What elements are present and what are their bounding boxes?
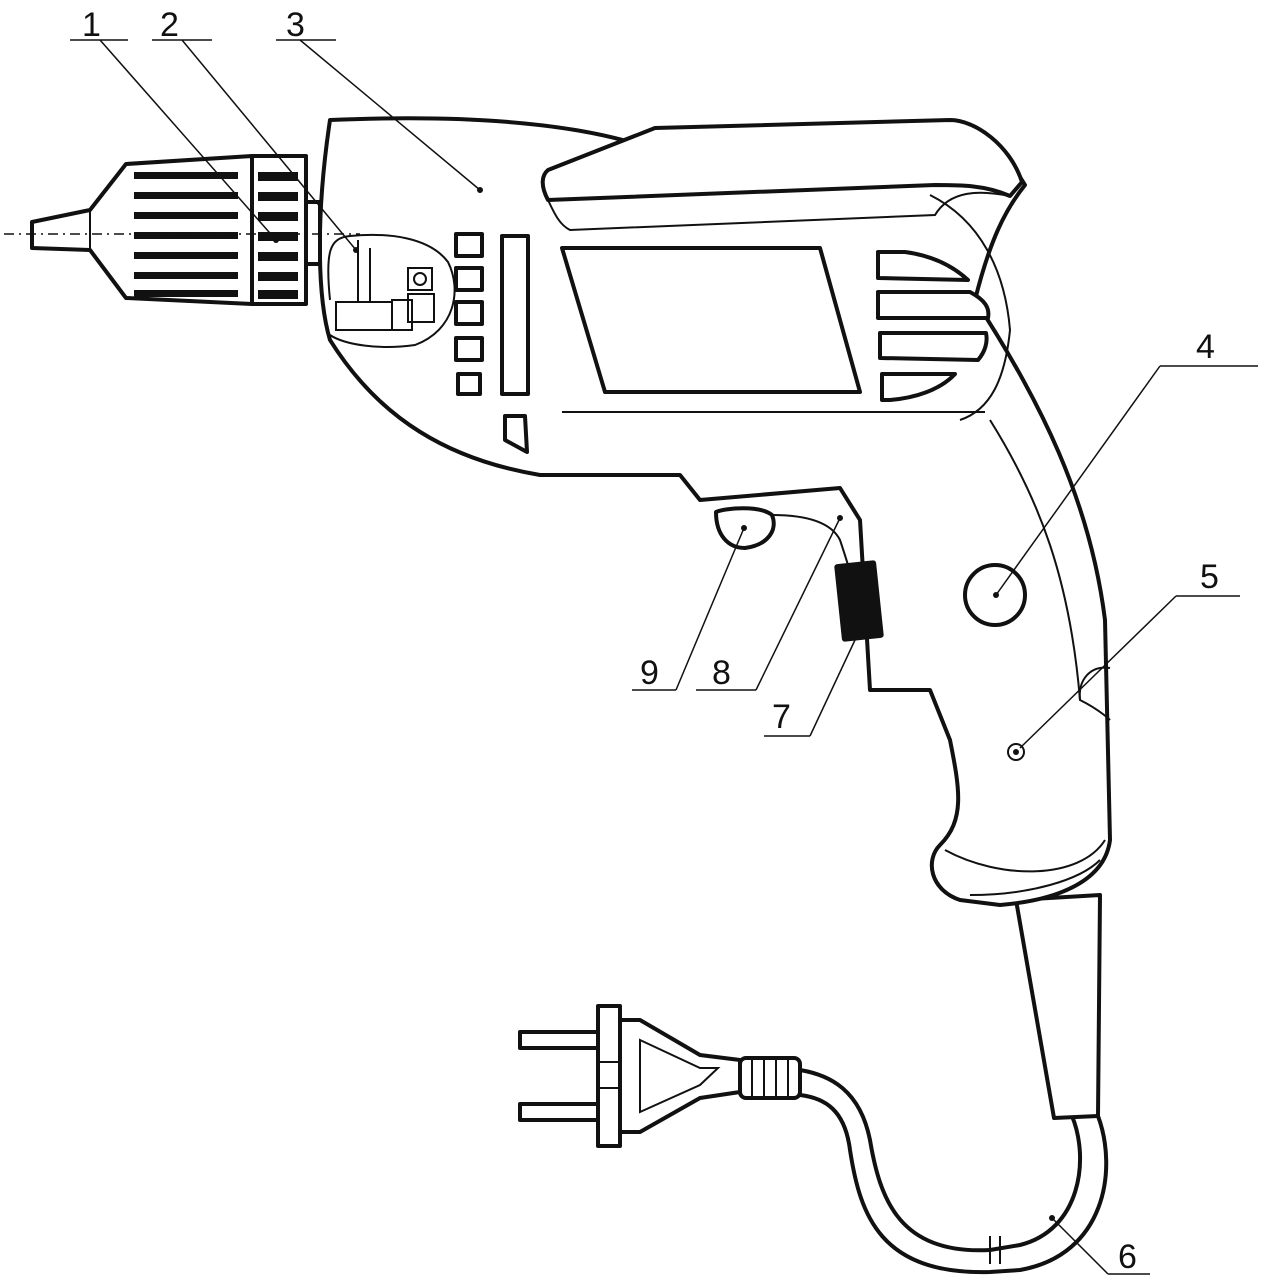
vent-slots	[876, 250, 991, 402]
callout-label-4: 4	[1196, 328, 1215, 366]
callout-6: 6	[1049, 1215, 1150, 1276]
callout-2: 2	[152, 6, 359, 253]
callout-8: 8	[696, 515, 843, 692]
callout-9: 9	[632, 525, 747, 692]
callout-label-2: 2	[160, 6, 179, 44]
callout-4: 4	[993, 328, 1258, 598]
power-cord	[798, 1068, 1109, 1275]
chuck	[30, 154, 322, 306]
lock-on-button	[834, 560, 884, 642]
callout-label-5: 5	[1200, 558, 1219, 596]
callout-7: 7	[764, 639, 856, 737]
callout-label-3: 3	[286, 6, 305, 44]
callout-5: 5	[1013, 558, 1240, 755]
plug	[518, 1004, 802, 1148]
callout-label-6: 6	[1118, 1238, 1137, 1276]
callout-1: 1	[70, 6, 279, 243]
cord-sleeve	[1014, 893, 1102, 1120]
front-vents	[454, 232, 530, 454]
top-strip	[540, 118, 1024, 202]
screw-hole	[1007, 743, 1025, 761]
callout-label-8: 8	[712, 654, 731, 692]
callout-label-9: 9	[640, 654, 659, 692]
label-plate	[560, 246, 862, 394]
callout-label-1: 1	[82, 6, 101, 44]
callout-label-7: 7	[772, 698, 791, 736]
callout-3: 3	[276, 6, 483, 193]
